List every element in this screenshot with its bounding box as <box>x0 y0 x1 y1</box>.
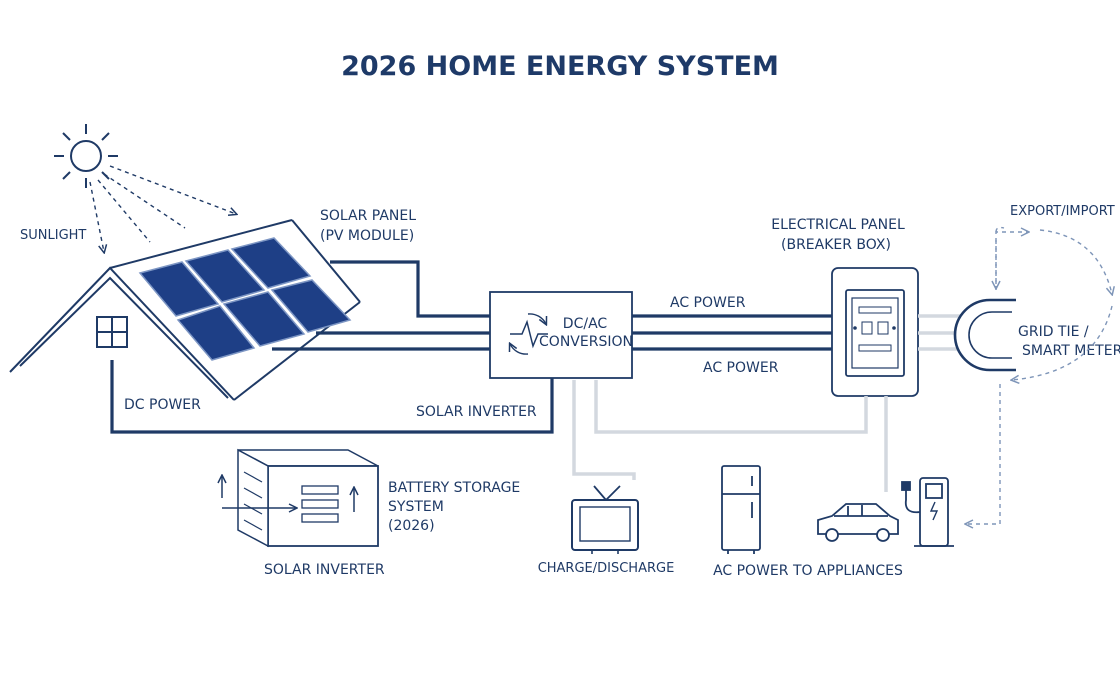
sun-icon <box>54 124 118 188</box>
inverter-icon <box>489 291 633 379</box>
export-import-label: EXPORT/IMPORT POWER <box>1010 204 1120 219</box>
solar-panel-icon <box>138 237 352 361</box>
distribution-wires <box>572 380 888 492</box>
grid-tie-sublabel: SMART METER <box>1022 343 1120 359</box>
export-import-arrows <box>966 226 1112 525</box>
grid-plug-icon <box>953 298 1016 372</box>
electrical-panel-sublabel: (BREAKER BOX) <box>781 237 891 253</box>
sunlight-label: SUNLIGHT <box>20 228 86 243</box>
battery-icon <box>222 448 379 548</box>
sunlight-rays <box>89 165 236 252</box>
ev-charger-icon <box>901 477 954 547</box>
ac-power-label-top: AC POWER <box>670 295 746 311</box>
solar-panel-sublabel: (PV MODULE) <box>320 228 414 244</box>
charge-discharge-label: CHARGE/DISCHARGE <box>538 561 675 576</box>
dc-ac-label: DC/AC <box>563 316 608 332</box>
car-icon <box>817 503 899 542</box>
solar-inverter-bottom-label: SOLAR INVERTER <box>264 562 385 578</box>
battery-label: BATTERY STORAGE <box>388 480 520 496</box>
tv-icon <box>571 485 639 554</box>
breaker-box-icon <box>831 267 919 397</box>
solar-panel-label: SOLAR PANEL <box>320 208 416 224</box>
electrical-panel-label: ELECTRICAL PANEL <box>771 217 905 233</box>
grid-tie-label: GRID TIE / <box>1018 324 1089 340</box>
dc-wires <box>110 260 554 434</box>
dc-power-label: DC POWER <box>124 397 201 413</box>
ac-power-label-bottom: AC POWER <box>703 360 779 376</box>
battery-year-label: (2026) <box>388 518 435 534</box>
fridge-icon <box>721 465 761 554</box>
solar-inverter-label: SOLAR INVERTER <box>416 404 537 420</box>
battery-sublabel: SYSTEM <box>388 499 444 515</box>
ac-appliances-label: AC POWER TO APPLIANCES <box>713 563 903 579</box>
ac-wires <box>632 314 832 351</box>
page-title: 2026 HOME ENERGY SYSTEM <box>341 51 779 82</box>
dc-ac-sublabel: CONVERSION <box>539 334 633 350</box>
